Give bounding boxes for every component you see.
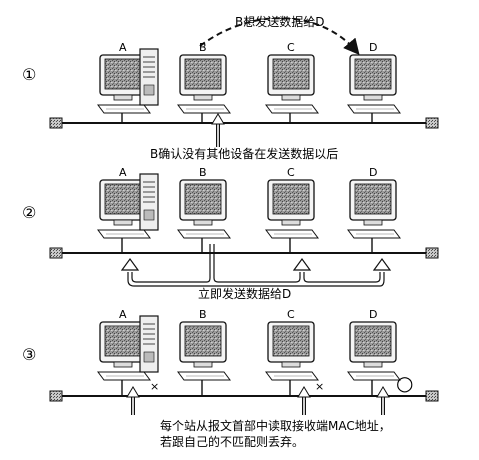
- computer-a-panel-1: A: [97, 41, 159, 123]
- accept-mark-d: ○: [396, 371, 413, 395]
- computer-label: A: [119, 166, 127, 179]
- discard-mark-c: ×: [315, 380, 324, 393]
- frame-read-arrows: [126, 386, 390, 415]
- monitor-stand: [363, 219, 383, 226]
- computer-label: B: [199, 166, 207, 179]
- monitor-stand: [193, 361, 213, 368]
- screen: [184, 325, 222, 357]
- computer-d-panel-2: D: [347, 166, 401, 253]
- computer-label: A: [119, 308, 127, 321]
- panel-2: ② A B C D 立即发送数据给D: [22, 166, 439, 301]
- screen: [104, 183, 142, 215]
- screen: [184, 58, 222, 90]
- screen: [354, 325, 392, 357]
- terminator-left-2: [49, 247, 63, 259]
- computer-label: D: [369, 41, 377, 54]
- computer-label: B: [199, 41, 207, 54]
- monitor-stand: [113, 219, 133, 226]
- computer-label: C: [287, 308, 295, 321]
- read-arrow-d: [376, 386, 390, 415]
- terminator-right-3: [425, 390, 439, 402]
- terminator-left-3: [49, 390, 63, 402]
- read-arrow-c: [297, 386, 311, 415]
- monitor-stand: [193, 219, 213, 226]
- discard-mark-a: ×: [150, 380, 159, 393]
- step-marker-3: ③: [22, 345, 36, 364]
- panel-1: ① B想发送数据给D A B C D B确认没有其他设备在发送数据以后: [22, 14, 439, 161]
- step-marker-1: ①: [22, 65, 36, 84]
- computer-label: A: [119, 41, 127, 54]
- screen: [272, 183, 310, 215]
- computer-b-panel-1: B: [177, 41, 231, 123]
- computer-a-panel-2: A: [97, 166, 159, 253]
- screen: [354, 183, 392, 215]
- screen: [354, 58, 392, 90]
- carrier-sense-arrow: [211, 113, 225, 147]
- panel-2-bottom-caption: 立即发送数据给D: [198, 286, 291, 301]
- monitor-stand: [281, 219, 301, 226]
- computer-c-panel-3: C: [265, 308, 319, 396]
- terminator-left-1: [49, 117, 63, 129]
- monitor-stand: [193, 94, 213, 101]
- screen: [184, 183, 222, 215]
- computer-label: B: [199, 308, 207, 321]
- computer-a-panel-3: A: [97, 308, 159, 396]
- screen: [104, 325, 142, 357]
- computer-c-panel-1: C: [265, 41, 319, 123]
- computer-b-panel-2: B: [177, 166, 231, 253]
- monitor-stand: [113, 94, 133, 101]
- computer-b-panel-3: B: [177, 308, 231, 396]
- screen: [104, 58, 142, 90]
- computer-d-panel-3: D: [347, 308, 401, 396]
- screen: [272, 58, 310, 90]
- monitor-stand: [281, 94, 301, 101]
- panel-1-top-caption: B想发送数据给D: [235, 14, 324, 29]
- screen: [272, 325, 310, 357]
- terminator-right-1: [425, 117, 439, 129]
- monitor-stand: [363, 94, 383, 101]
- dashed-send-arrow: [199, 17, 360, 56]
- panel-3-caption-line2: 若跟自己的不匹配则丢弃。: [160, 434, 304, 449]
- terminator-right-2: [425, 247, 439, 259]
- panel-3-caption-line1: 每个站从报文首部中读取接收端MAC地址，: [160, 418, 391, 433]
- read-arrow-a: [126, 386, 140, 415]
- monitor-stand: [113, 361, 133, 368]
- computer-label: D: [369, 166, 377, 179]
- step-marker-2: ②: [22, 203, 36, 222]
- monitor-stand: [363, 361, 383, 368]
- signal-propagation-path: [120, 244, 392, 287]
- panel-1-bottom-caption: B确认没有其他设备在发送数据以后: [150, 146, 338, 161]
- computer-d-panel-1: D: [347, 41, 401, 123]
- monitor-stand: [281, 361, 301, 368]
- computer-label: D: [369, 308, 377, 321]
- computer-c-panel-2: C: [265, 166, 319, 253]
- computer-label: C: [287, 166, 295, 179]
- computer-label: C: [287, 41, 295, 54]
